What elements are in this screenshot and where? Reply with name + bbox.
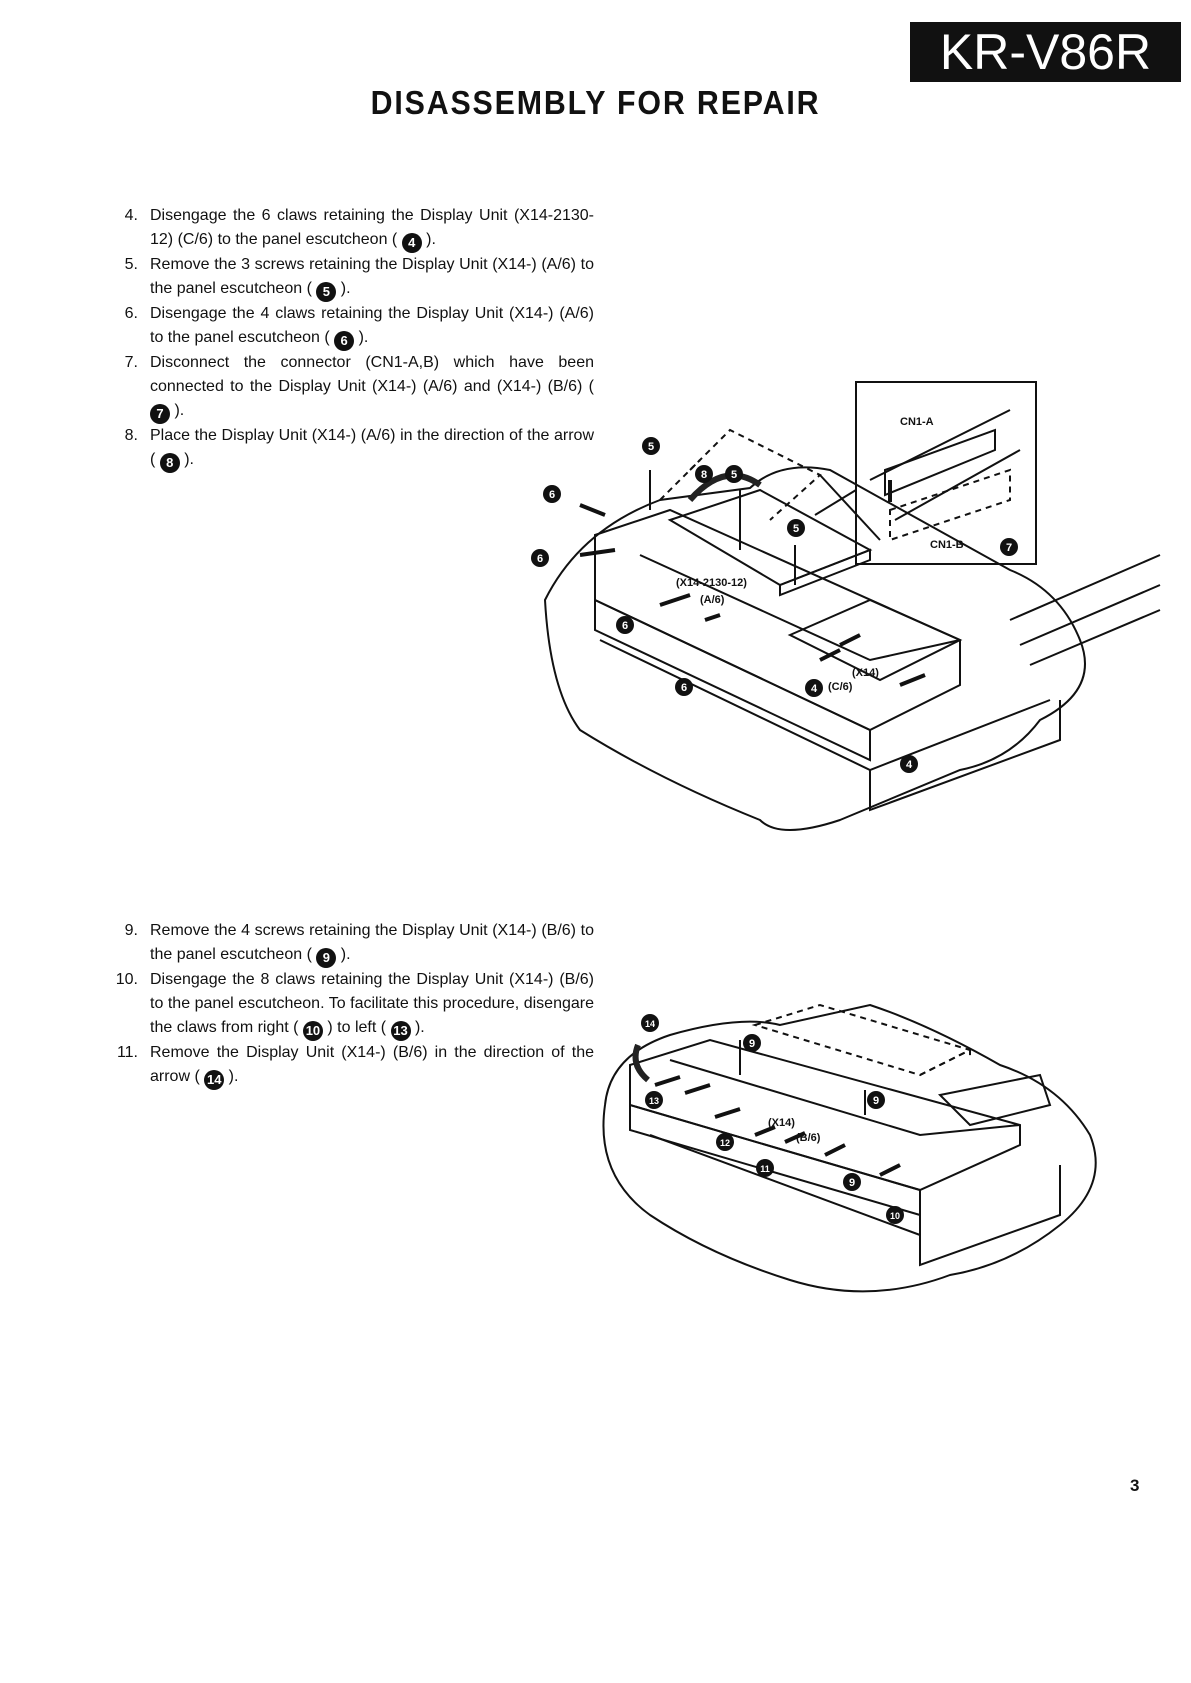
badge: 7 (1006, 542, 1012, 554)
inset-label-cn1b: CN1-B (930, 539, 964, 551)
badge: 11 (760, 1164, 770, 1174)
step-text: ). (354, 329, 369, 346)
callout-badge: 14 (204, 1070, 225, 1090)
step-item: 4. Disengage the 6 claws retaining the Di… (114, 204, 594, 253)
figure1-badges: 5 8 5 5 6 6 6 6 4 4 7 (531, 437, 1018, 773)
badge: 5 (793, 523, 799, 535)
step-number: 10. (115, 971, 138, 988)
step-text: ). (179, 451, 194, 468)
step-text: ). (336, 946, 351, 963)
step-text: Disconnect the connector (CN1-A,B) which… (150, 354, 594, 395)
steps-list-part1: 4. Disengage the 6 claws retaining the Di… (114, 204, 594, 473)
step-number: 4. (124, 207, 138, 224)
step-number: 8. (124, 427, 138, 444)
badge: 14 (645, 1019, 655, 1029)
step-text: Place the Display Unit (X14-) (A/6) in t… (150, 427, 594, 468)
step-text: Remove the 4 screws retaining the Displa… (150, 922, 594, 963)
step-text: ). (336, 280, 351, 297)
board-sublabel-a6: (A/6) (700, 594, 725, 606)
badge: 4 (906, 759, 913, 771)
board-label-a6: (X14-2130-12) (676, 577, 747, 589)
steps-list-part2: 9. Remove the 4 screws retaining the Disp… (114, 919, 594, 1090)
badge: 5 (731, 469, 737, 481)
badge: 12 (720, 1138, 730, 1148)
figure-display-unit-a6-c6: CN1-A CN1-B (X14-2130-12) (A/6) (X14) (C… (531, 381, 1161, 831)
step-item: 6. Disengage the 4 claws retaining the Di… (114, 302, 594, 351)
step-text: Remove the 3 screws retaining the Displa… (150, 256, 594, 297)
step-item: 11. Remove the Display Unit (X14-) (B/6) … (114, 1041, 594, 1090)
callout-badge: 9 (316, 948, 337, 968)
step-text: Disengage the 4 claws retaining the Disp… (150, 305, 594, 346)
unit-label-x14-b6: (X14) (768, 1117, 795, 1129)
figure2-badges: 14 9 9 9 13 12 11 10 (641, 1014, 904, 1224)
step-item: 8. Place the Display Unit (X14-) (A/6) in… (114, 424, 594, 473)
badge: 10 (890, 1211, 900, 1221)
step-number: 11. (116, 1044, 138, 1061)
callout-badge: 6 (334, 331, 355, 351)
unit-sublabel-b6: (B/6) (796, 1132, 821, 1144)
step-number: 6. (124, 305, 138, 322)
step-item: 7. Disconnect the connector (CN1-A,B) whi… (114, 351, 594, 424)
badge: 9 (749, 1038, 755, 1050)
callout-badge: 8 (159, 453, 180, 473)
step-number: 9. (124, 922, 138, 939)
badge: 9 (873, 1095, 879, 1107)
badge: 6 (549, 489, 555, 501)
step-text: ) to left ( (322, 1019, 391, 1036)
model-badge: KR-V86R (910, 22, 1181, 82)
step-text: Remove the Display Unit (X14-) (B/6) in … (150, 1044, 594, 1085)
badge: 9 (849, 1177, 855, 1189)
step-item: 10. Disengage the 8 claws retaining the D… (114, 968, 594, 1041)
badge: 6 (622, 620, 628, 632)
page-number: 3 (1130, 1476, 1140, 1495)
step-text: Disengage the 8 claws retaining the Disp… (150, 971, 594, 1036)
badge: 5 (648, 441, 654, 453)
step-text: ). (421, 231, 436, 248)
step-text: ). (224, 1068, 239, 1085)
callout-badge: 13 (390, 1021, 411, 1041)
unit-sublabel-c6: (C/6) (828, 681, 853, 693)
inset-label-cn1a: CN1-A (900, 416, 934, 428)
step-item: 9. Remove the 4 screws retaining the Disp… (114, 919, 594, 968)
step-item: 5. Remove the 3 screws retaining the Disp… (114, 253, 594, 302)
step-number: 5. (124, 256, 138, 273)
step-number: 7. (124, 354, 138, 371)
badge: 6 (537, 553, 543, 565)
callout-badge: 10 (302, 1021, 323, 1041)
callout-badge: 5 (316, 282, 337, 302)
badge: 6 (681, 682, 687, 694)
step-text: Disengage the 6 claws retaining the Disp… (150, 207, 594, 248)
callout-badge: 4 (401, 233, 422, 253)
badge: 13 (649, 1096, 659, 1106)
step-text: ). (170, 402, 185, 419)
badge: 8 (701, 469, 707, 481)
callout-badge: 7 (150, 404, 170, 424)
figure-display-unit-b6: (X14) (B/6) 14 9 9 9 13 12 11 10 (602, 1003, 1097, 1293)
badge: 4 (811, 683, 818, 695)
unit-label-x14-c6: (X14) (852, 667, 879, 679)
step-text: ). (410, 1019, 425, 1036)
page-title: DISASSEMBLY FOR REPAIR (370, 84, 821, 121)
